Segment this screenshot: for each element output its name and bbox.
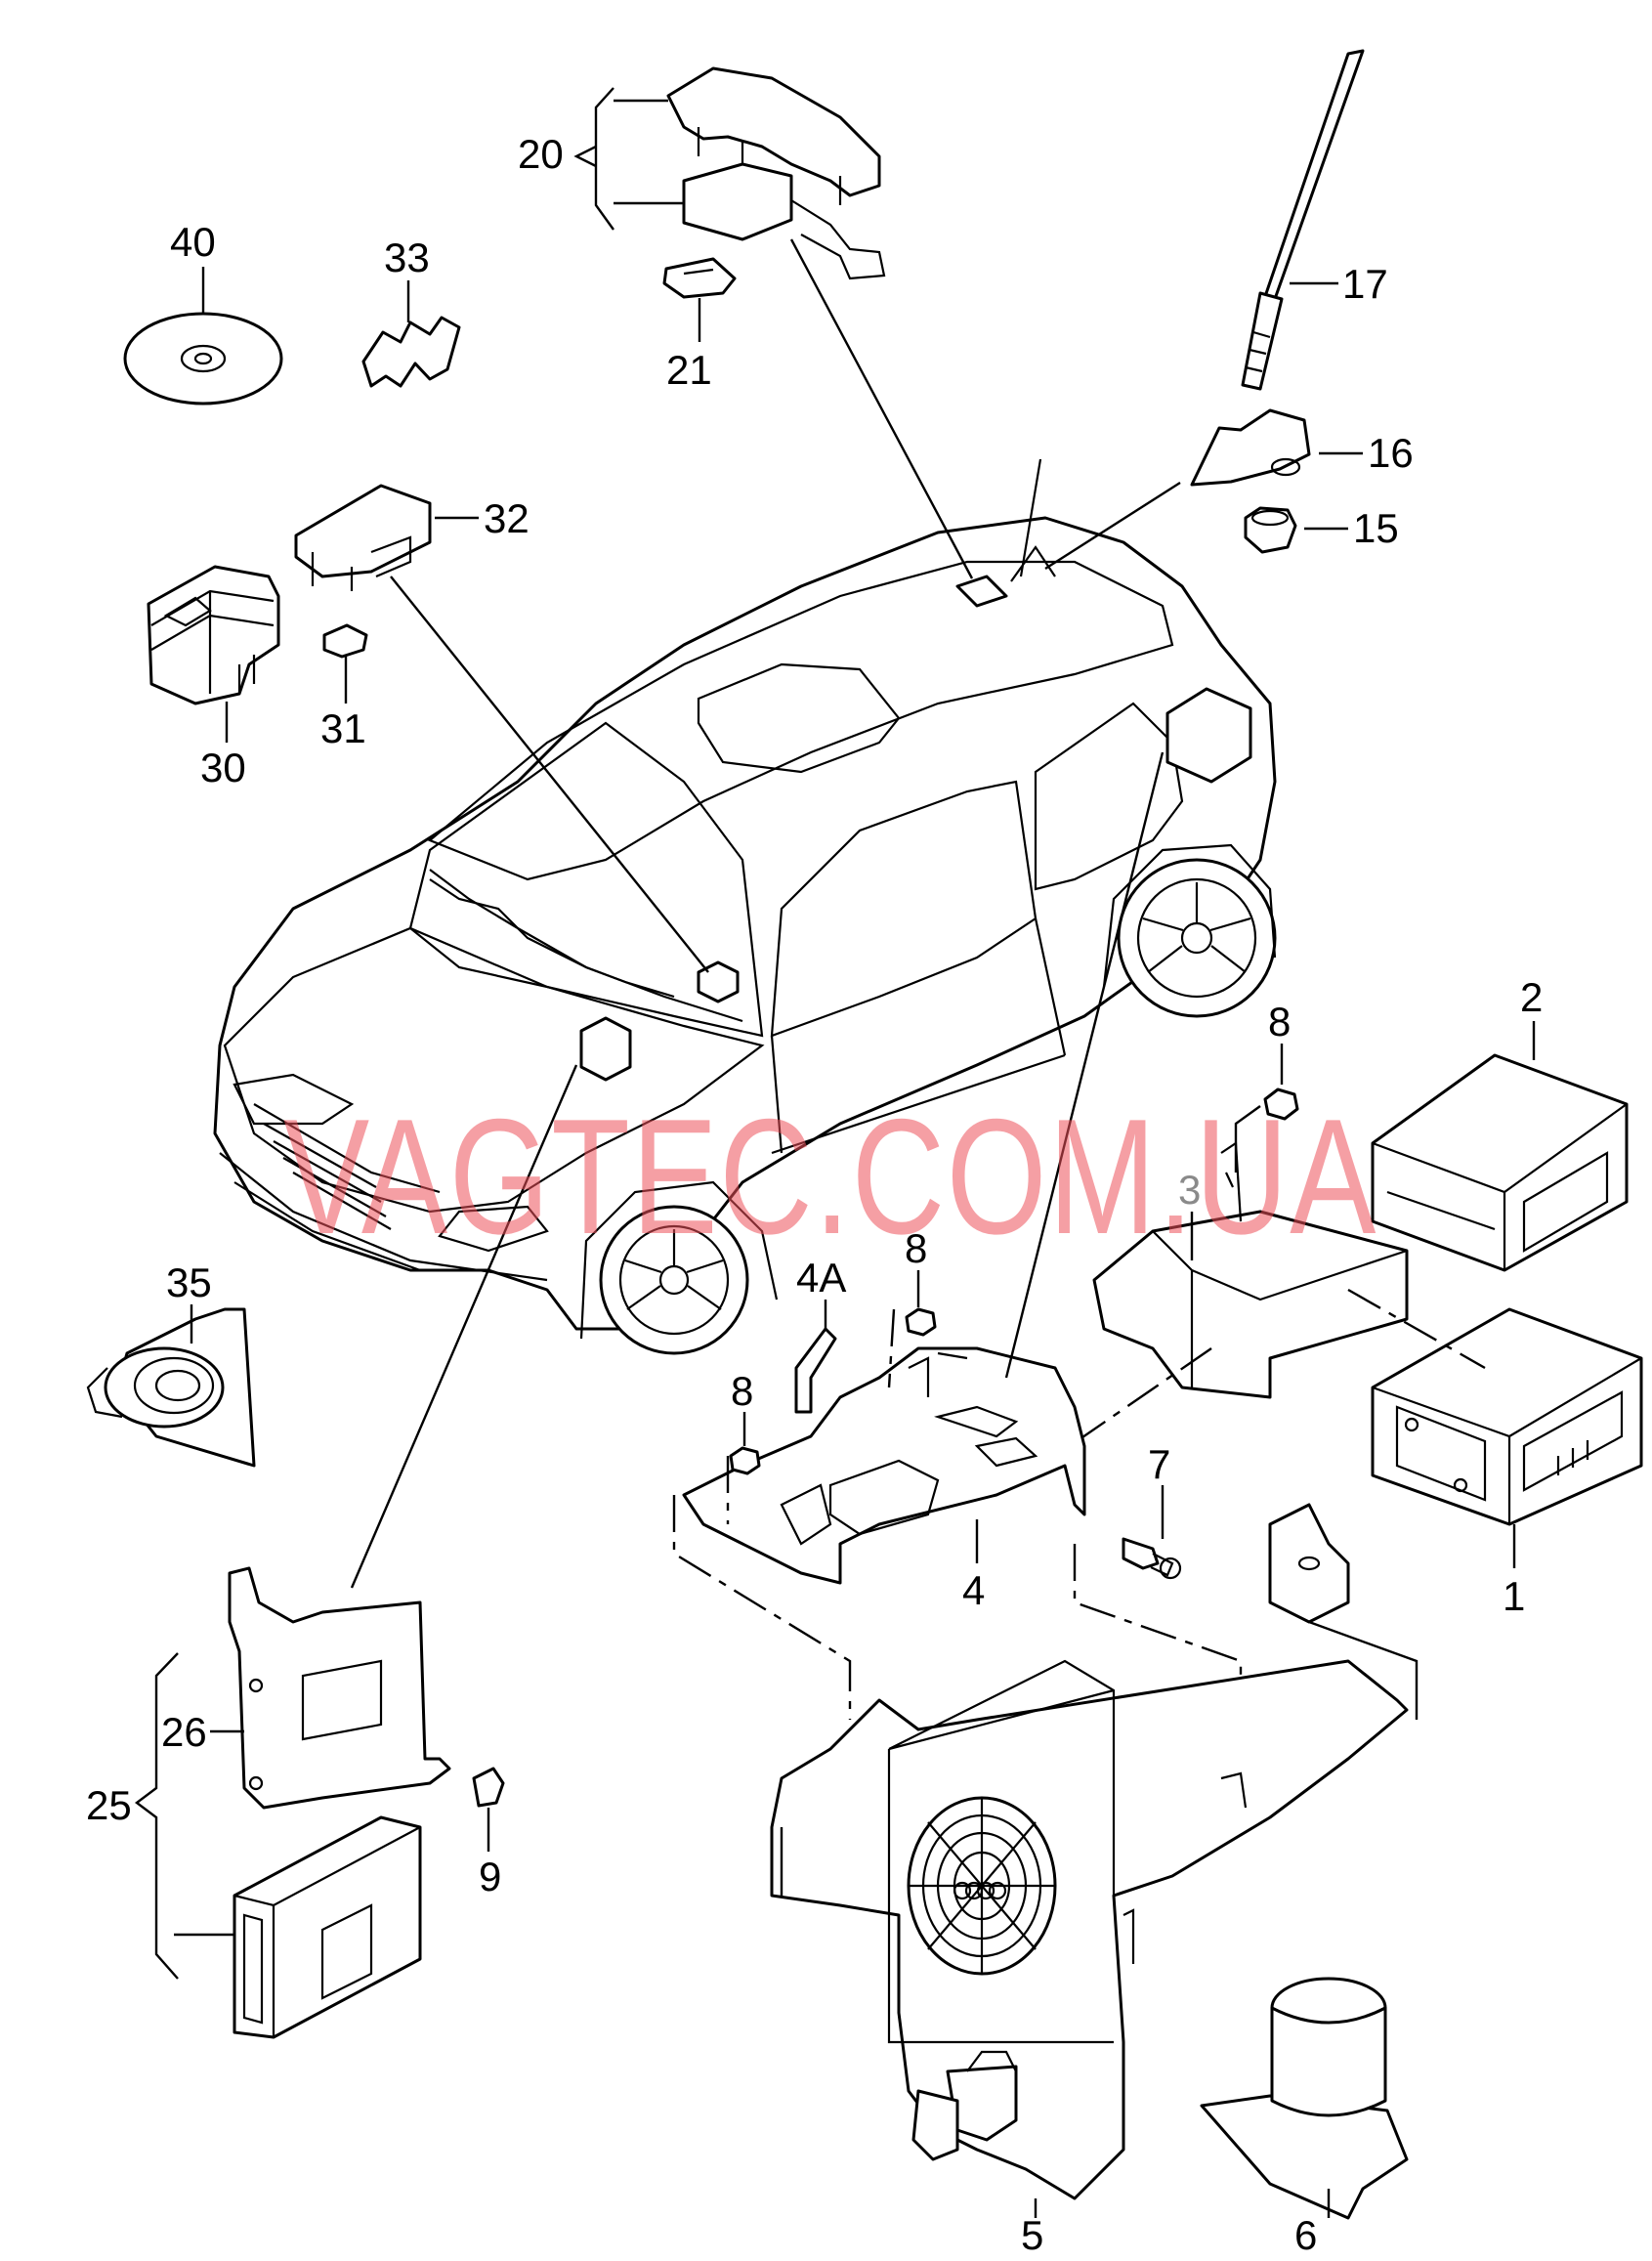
callout-1: 1	[1503, 1573, 1525, 1619]
callout-32: 32	[484, 495, 529, 541]
callout-25: 25	[86, 1782, 132, 1828]
callout-17: 17	[1342, 261, 1388, 307]
part-4a-clip	[794, 1300, 837, 1414]
callout-31: 31	[320, 705, 366, 751]
part-31-relay	[322, 623, 368, 704]
part-35-tweeter-speaker	[86, 1304, 256, 1468]
callout-4: 4	[962, 1567, 985, 1613]
callout-30: 30	[200, 745, 246, 790]
callout-26: 26	[161, 1709, 207, 1755]
brand-rings-logo	[953, 1881, 1007, 1900]
callout-7: 7	[1148, 1441, 1170, 1487]
part-2-mounting-frame	[1371, 1021, 1629, 1272]
part-17-antenna-mast	[1241, 49, 1365, 391]
part-3-bracket	[1069, 1141, 1486, 1447]
part-8-nut-c	[726, 1412, 761, 1524]
part-16-antenna-base	[1044, 408, 1363, 571]
part-6-small-speaker	[1200, 1977, 1409, 2220]
part-26-amplifier-bracket	[210, 1064, 578, 1810]
part-20-roof-module-group	[573, 66, 886, 280]
car-body	[213, 458, 1277, 1355]
callout-8-left: 8	[731, 1368, 753, 1414]
callout-4a: 4A	[796, 1255, 846, 1301]
callout-labels: 40 33 20 21 17 16 15 32 30 31 8 2 3 8 4A…	[86, 131, 1543, 2258]
part-33-bracket-clip	[361, 280, 461, 388]
part-30-relay-block	[147, 565, 280, 743]
callout-16: 16	[1368, 430, 1414, 476]
callout-2: 2	[1520, 974, 1543, 1020]
part-9-clip	[472, 1767, 505, 1852]
part-21-clip	[662, 238, 974, 579]
callout-6: 6	[1294, 2212, 1317, 2258]
callout-3: 3	[1178, 1167, 1201, 1213]
callout-20: 20	[518, 131, 564, 177]
callout-40: 40	[170, 219, 216, 265]
part-4-radio-bracket	[672, 1346, 1243, 1798]
part-15-nut	[1244, 506, 1348, 554]
watermark-text: VAGTEC.COM.UA	[283, 1085, 1377, 1268]
callout-8-mid: 8	[905, 1225, 927, 1271]
part-1-radio-unit	[1371, 1307, 1643, 1568]
callout-33: 33	[384, 235, 430, 280]
callout-8-top: 8	[1268, 999, 1291, 1045]
callout-5: 5	[1021, 2212, 1043, 2258]
callout-9: 9	[479, 1854, 501, 1899]
part-40-cd-disc	[123, 267, 283, 405]
part-5-subwoofer-box	[770, 751, 1419, 2218]
callout-15: 15	[1353, 505, 1399, 551]
part-8-nut-a	[1234, 1044, 1299, 1173]
callout-21: 21	[666, 347, 712, 393]
part-25-amplifier	[135, 1652, 422, 2039]
callout-35: 35	[166, 1259, 212, 1305]
part-8-nut-b	[887, 1270, 937, 1388]
part-32-fuse-cover	[294, 484, 709, 973]
part-7-screw	[1122, 1485, 1182, 1580]
